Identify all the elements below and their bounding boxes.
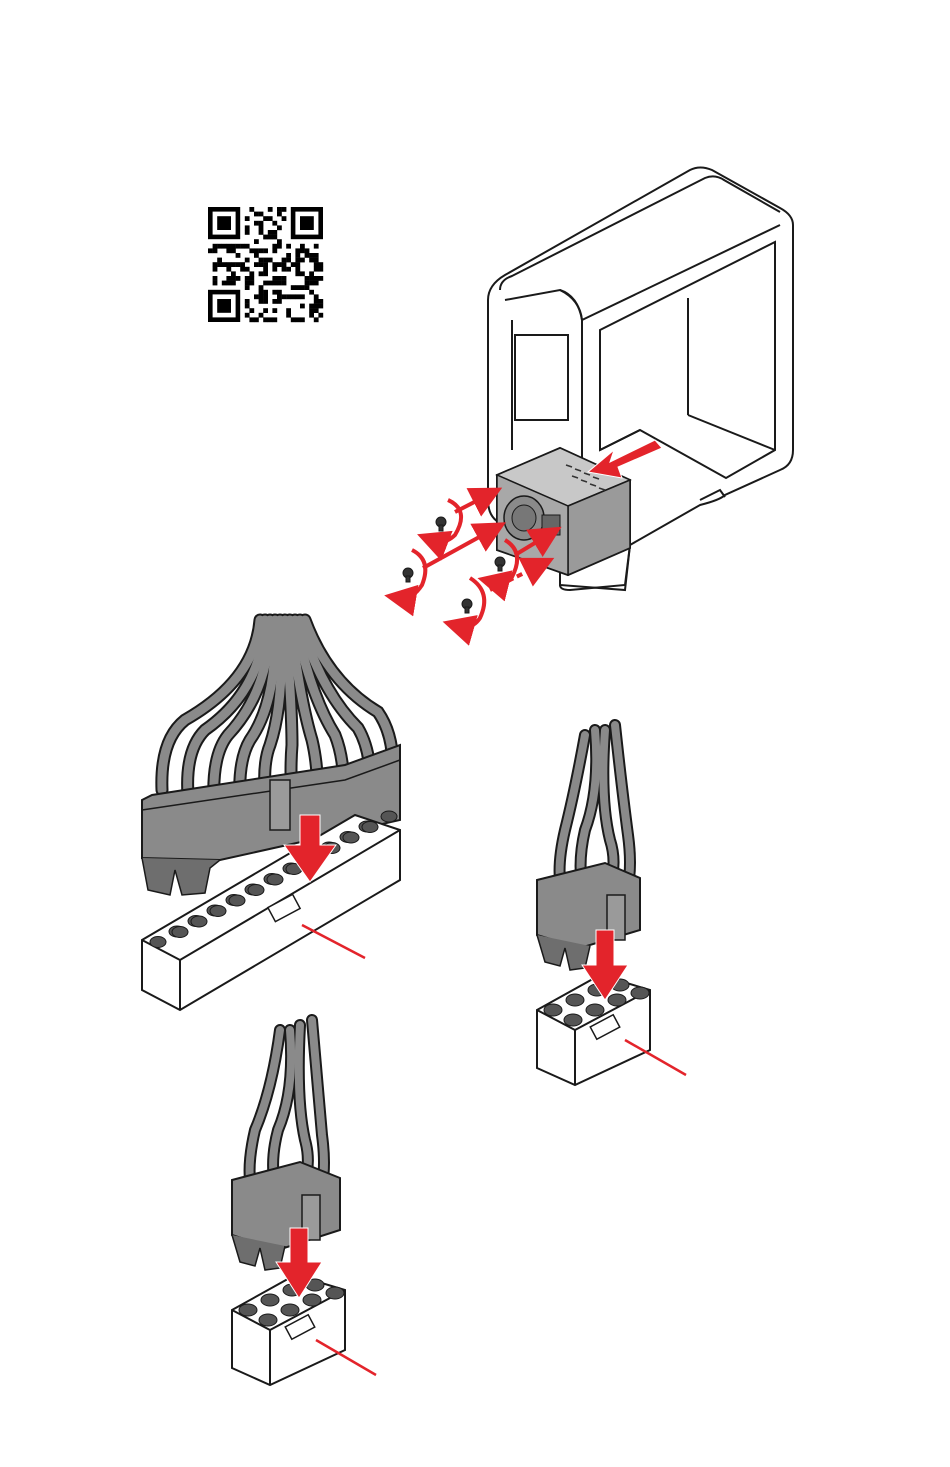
eps-8pin-icon-bottom [232,1020,376,1385]
eps-8pin-icon-right [537,725,686,1085]
atx-24pin-icon [142,620,400,1010]
qr-code-icon [208,207,323,322]
